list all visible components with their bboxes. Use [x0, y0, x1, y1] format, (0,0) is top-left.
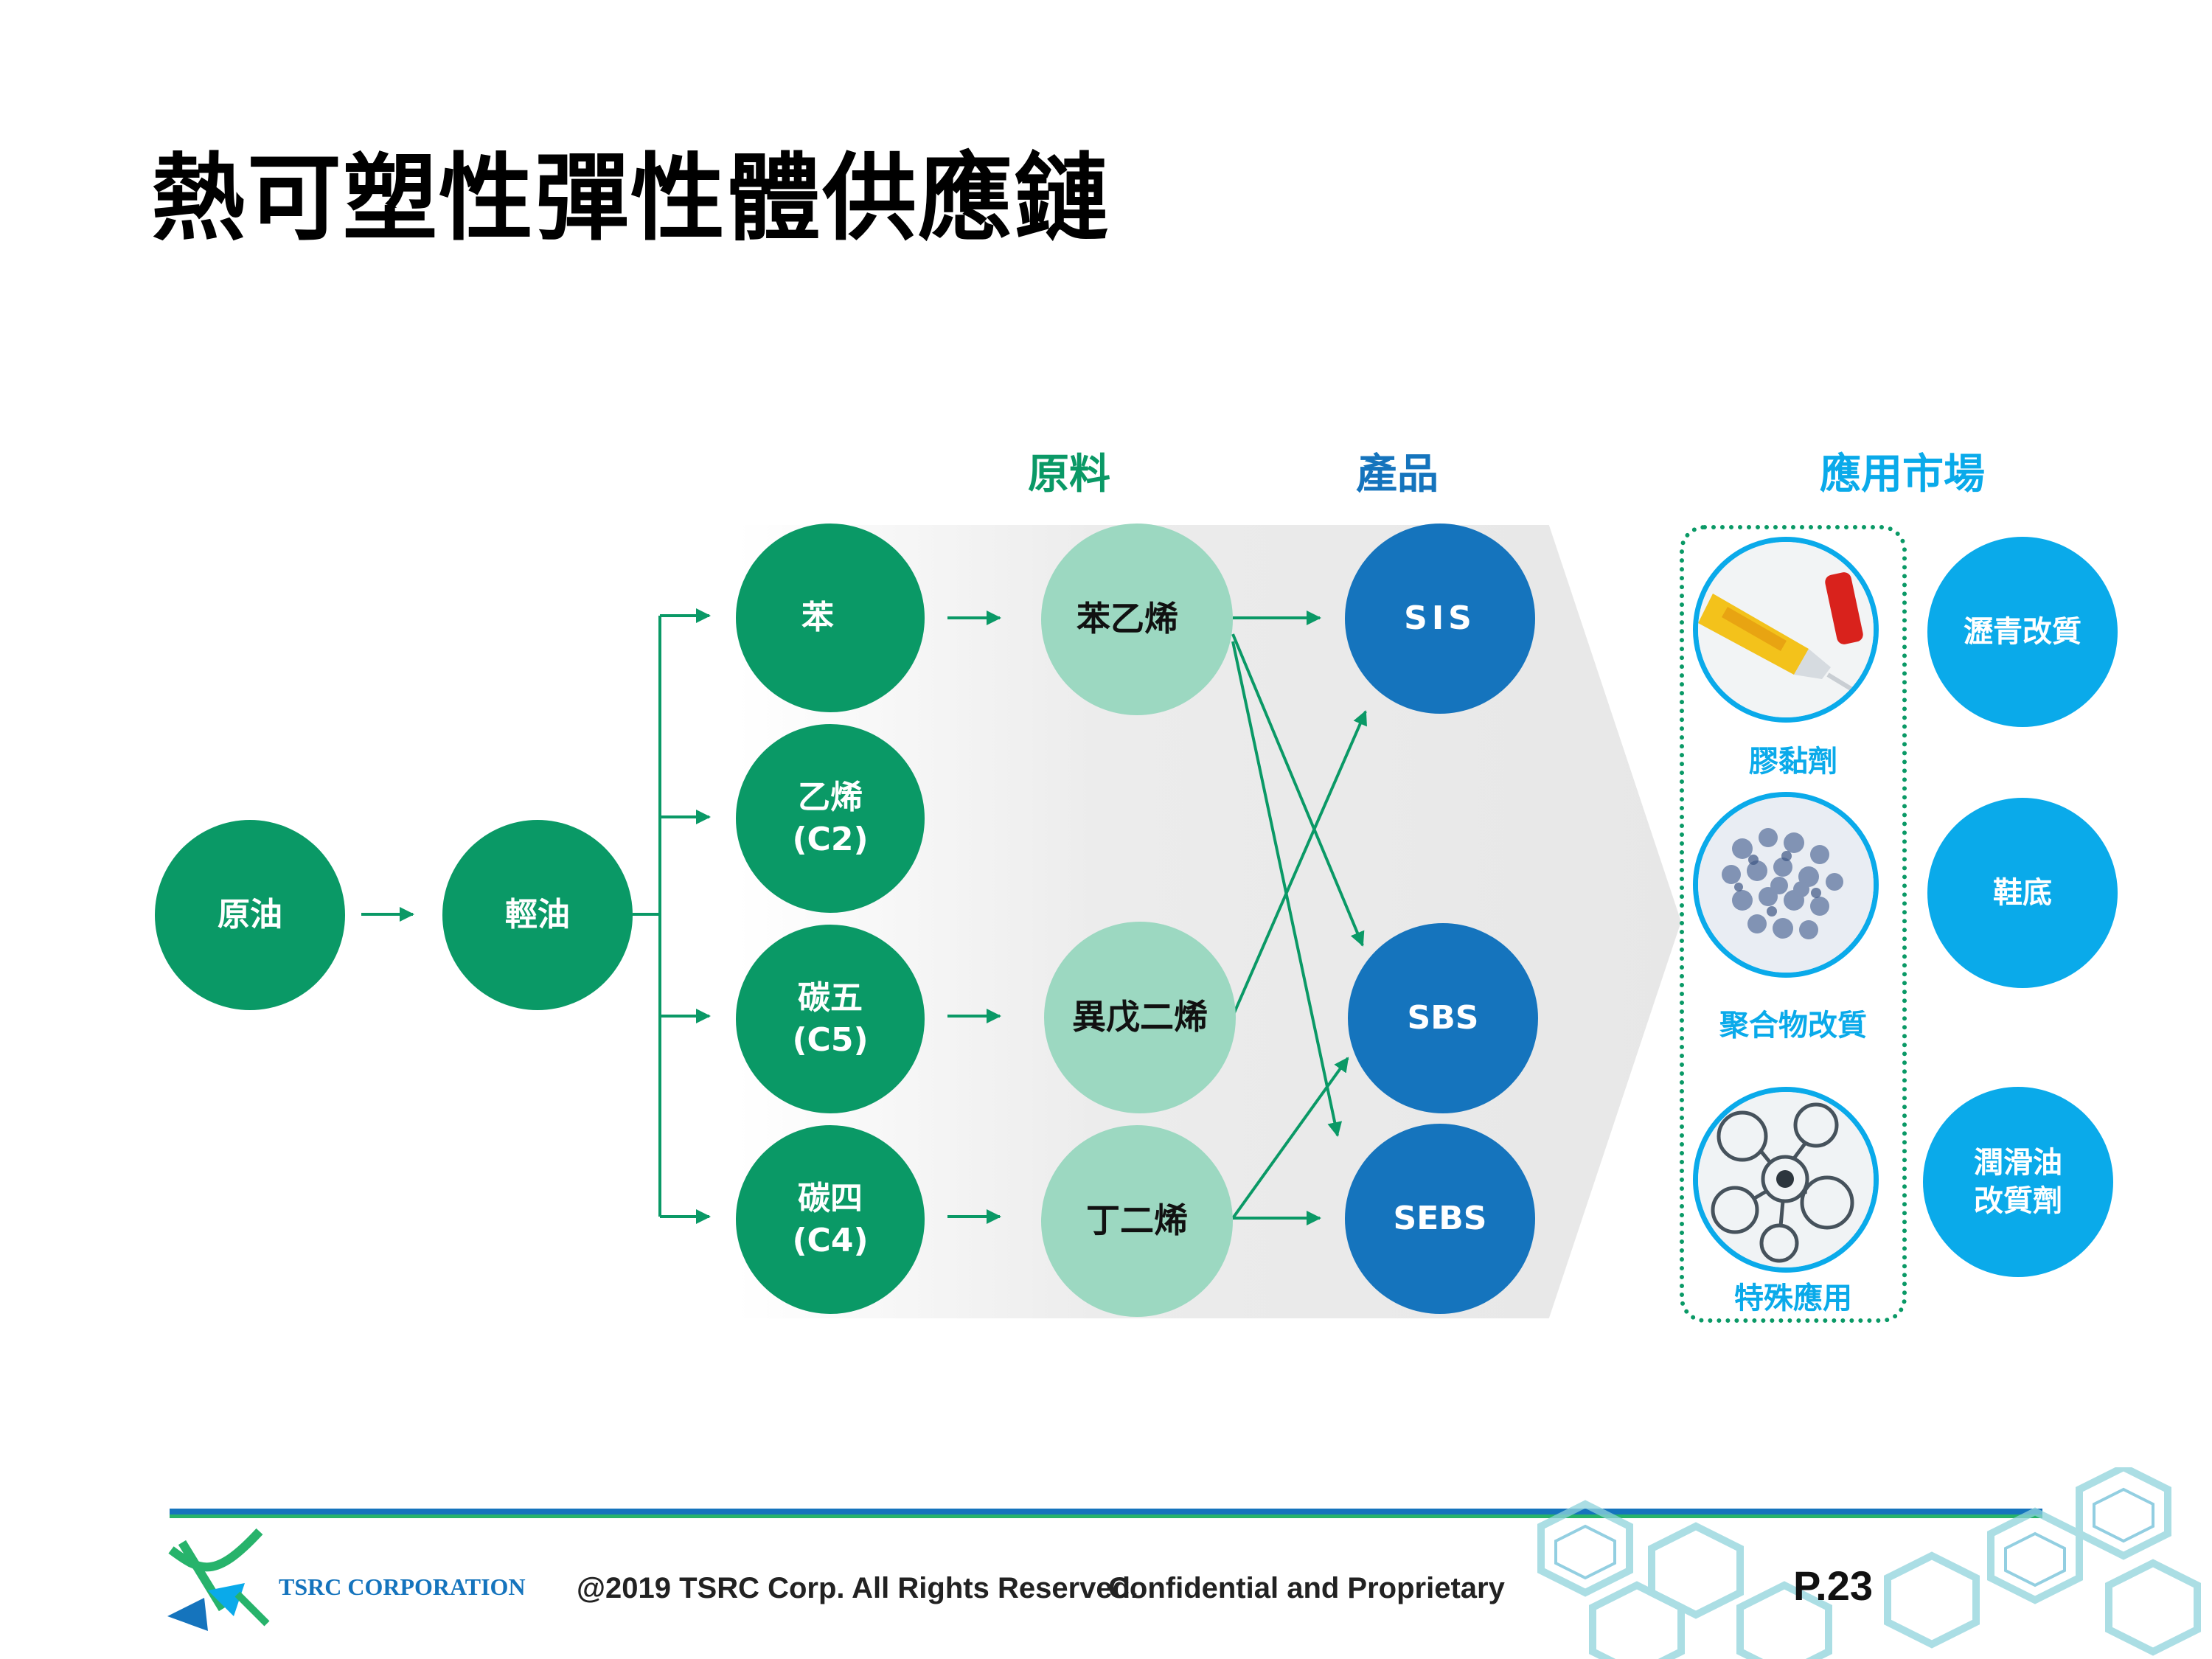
featured-applications-box — [1680, 525, 1907, 1323]
adhesive-image — [1693, 537, 1879, 723]
node-ethylene: 乙烯 (C2) — [736, 724, 925, 913]
product-sebs: SEBS — [1345, 1124, 1535, 1314]
molecule-icon — [1698, 1092, 1874, 1267]
footer-divider-blue — [170, 1509, 2042, 1514]
application-special: 特殊應用 — [1734, 1281, 1852, 1315]
header-raw-material: 原料 — [1028, 451, 1110, 498]
application-adhesive: 膠黏劑 — [1749, 745, 1837, 779]
node-naphtha: 輕油 — [442, 820, 633, 1010]
node-styrene: 苯乙烯 — [1041, 524, 1233, 715]
tsrc-logo — [167, 1528, 270, 1631]
node-code: (C4) — [792, 1222, 869, 1259]
node-butadiene: 丁二烯 — [1041, 1125, 1233, 1317]
node-label: 碳四 — [798, 1179, 863, 1217]
arrow-isoprene-to-sis — [1231, 710, 1367, 1017]
product-label: SEBS — [1393, 1200, 1487, 1238]
node-label: 丁二烯 — [1086, 1200, 1188, 1241]
special-image — [1693, 1087, 1879, 1273]
company-name: TSRC CORPORATION — [279, 1573, 526, 1600]
polymer-image — [1693, 792, 1879, 978]
page-number: P.23 — [1793, 1562, 1873, 1609]
header-application-market: 應用市場 — [1820, 451, 1985, 498]
node-c5: 碳五 (C5) — [736, 925, 925, 1113]
hexagon-pattern-decoration — [1537, 1467, 2201, 1659]
confidential-text: Confidential and Proprietary — [1108, 1572, 1505, 1604]
arrow-butadiene-to-sbs — [1231, 1057, 1349, 1220]
market-asphalt-modification: 瀝青改質 — [1927, 537, 2118, 727]
product-sbs: SBS — [1348, 923, 1538, 1113]
market-label: 潤滑油 — [1974, 1146, 2062, 1180]
node-code: (C2) — [792, 821, 869, 858]
market-shoe-sole: 鞋底 — [1927, 798, 2118, 988]
node-label: 乙烯 — [798, 778, 863, 816]
product-label: SBS — [1407, 999, 1479, 1037]
node-crude-oil: 原油 — [155, 820, 345, 1010]
glue-tube-icon — [1698, 542, 1874, 717]
node-code: (C5) — [792, 1021, 869, 1059]
node-label: 碳五 — [798, 978, 863, 1017]
application-polymer-modification: 聚合物改質 — [1719, 1009, 1867, 1043]
node-label: 苯 — [801, 599, 834, 637]
node-isoprene: 異戊二烯 — [1044, 922, 1236, 1113]
arrow-styrene-to-sbs — [1231, 633, 1365, 947]
node-c4: 碳四 (C4) — [736, 1125, 925, 1314]
product-label: SIS — [1404, 599, 1476, 638]
node-label: 苯乙烯 — [1077, 599, 1178, 639]
product-sis: SIS — [1345, 524, 1535, 714]
header-product: 產品 — [1356, 451, 1439, 498]
market-label: 改質劑 — [1974, 1184, 2062, 1218]
copyright-text: @2019 TSRC Corp. All Rights Reserved. — [577, 1572, 1139, 1604]
footer-divider-green — [170, 1514, 2042, 1518]
node-benzene: 苯 — [736, 524, 925, 712]
pellets-icon — [1698, 797, 1874, 973]
node-label: 異戊二烯 — [1072, 997, 1208, 1037]
node-label: 輕油 — [505, 896, 570, 934]
market-label: 瀝青改質 — [1964, 615, 2081, 649]
market-label: 鞋底 — [1993, 876, 2052, 910]
market-lubricant-modifier: 潤滑油 改質劑 — [1923, 1087, 2113, 1277]
node-label: 原油 — [218, 896, 282, 934]
page-title: 熱可塑性彈性體供應鏈 — [151, 144, 1110, 254]
arrow-styrene-to-sebs — [1231, 641, 1343, 1137]
